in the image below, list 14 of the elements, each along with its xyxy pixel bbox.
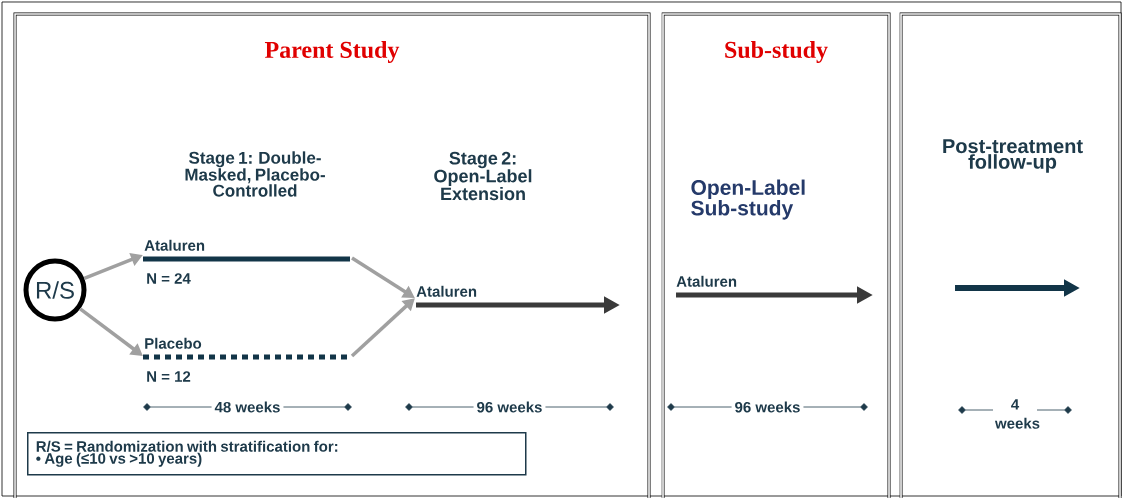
dimension-label: 48 weeks	[211, 398, 284, 416]
stage-heading: Stage 2: Open-Label Extension	[434, 151, 532, 201]
note-box: R/S = Randomization with stratification for: • Age (≤10 vs >10 years)	[27, 432, 527, 476]
stage-heading: Stage 1: Double-Masked, Placebo-Controlled	[185, 151, 325, 197]
arm-label: Ataluren	[416, 285, 477, 297]
arm-label: Ataluren	[676, 275, 737, 287]
treatment-bar: Ataluren	[143, 239, 350, 262]
treatment-bar: Placebo	[143, 337, 350, 360]
dimension-label: 4 weeks	[993, 397, 1040, 431]
sample-size: N = 12	[147, 371, 191, 382]
dimension-label: 96 weeks	[731, 398, 804, 416]
arrow	[350, 298, 415, 358]
dimension-label: 96 weeks	[473, 398, 546, 416]
sample-size: N = 24	[147, 273, 191, 284]
